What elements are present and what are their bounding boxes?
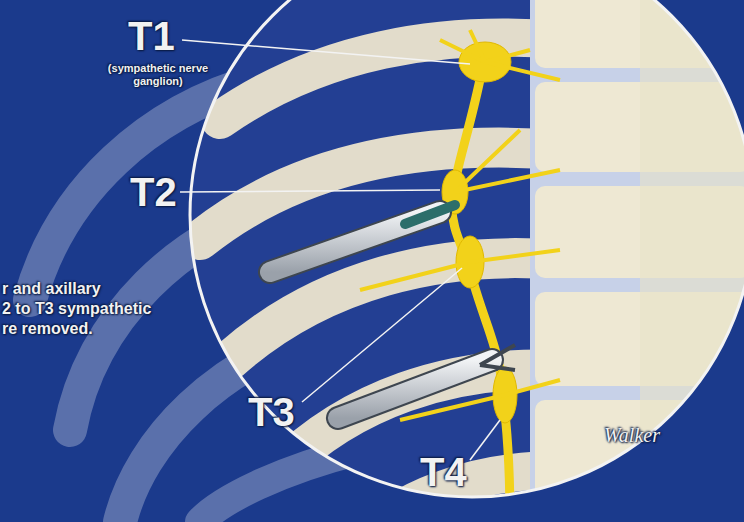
vertebral-column bbox=[530, 0, 744, 522]
lens-outline bbox=[190, 0, 744, 497]
ribs bbox=[200, 38, 560, 522]
vertebra-label: T4 bbox=[420, 450, 467, 495]
ganglion-label: T1 bbox=[128, 14, 175, 59]
ganglion-note: (sympathetic nerve ganglion) bbox=[96, 62, 220, 88]
artist-signature: Walker bbox=[604, 424, 660, 447]
leader-lines bbox=[180, 40, 500, 460]
procedure-note: r and axillary bbox=[2, 280, 101, 298]
magnified-view bbox=[150, 0, 744, 522]
vertebra-label: T3 bbox=[248, 390, 295, 435]
procedure-note: 2 to T3 sympathetic bbox=[2, 300, 151, 318]
sympathetic-chain bbox=[360, 30, 560, 522]
procedure-note: re removed. bbox=[2, 320, 93, 338]
surgical-instruments bbox=[270, 205, 515, 418]
vertebra-label: T2 bbox=[130, 170, 177, 215]
